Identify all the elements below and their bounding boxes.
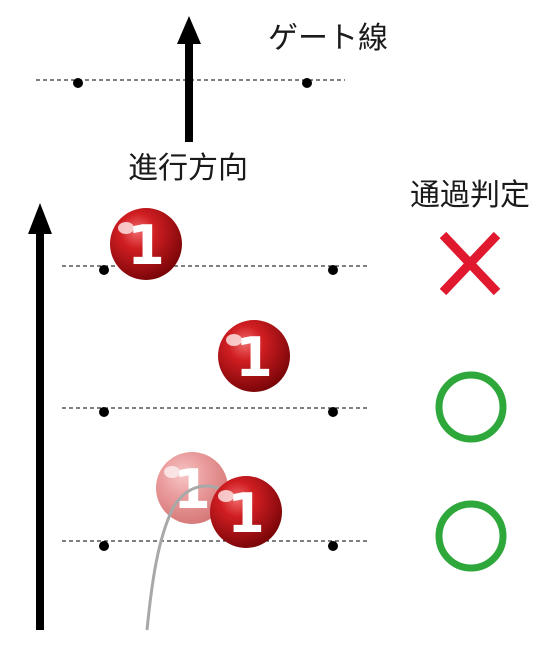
gate-line-label: ゲート線: [268, 21, 388, 56]
judgment-fail-cross: [439, 231, 501, 296]
case-1-ball: 1: [110, 208, 182, 280]
legend-gate: ゲート線: [36, 21, 388, 88]
main-direction-arrow: [28, 203, 52, 630]
pass-judgment-label: 通過判定: [410, 178, 530, 213]
ball-number: 1: [227, 482, 265, 545]
judgment-pass-circle: [435, 371, 507, 443]
case-2-gate: [62, 407, 370, 417]
case-2-ball: 1: [218, 320, 290, 392]
legend-gate-post-right: [302, 78, 312, 88]
legend-direction-arrow: [177, 16, 201, 142]
case-3-ball: 1: [210, 476, 282, 548]
direction-label: 進行方向: [128, 151, 248, 186]
ball-number: 1: [127, 214, 165, 277]
case-1-gate: [62, 265, 370, 275]
case-3-gate: [62, 540, 370, 551]
ball-number: 1: [235, 326, 273, 389]
ball-trajectory: [145, 484, 238, 631]
judgment-pass-circle: [435, 500, 507, 572]
legend-gate-post-left: [73, 78, 83, 88]
